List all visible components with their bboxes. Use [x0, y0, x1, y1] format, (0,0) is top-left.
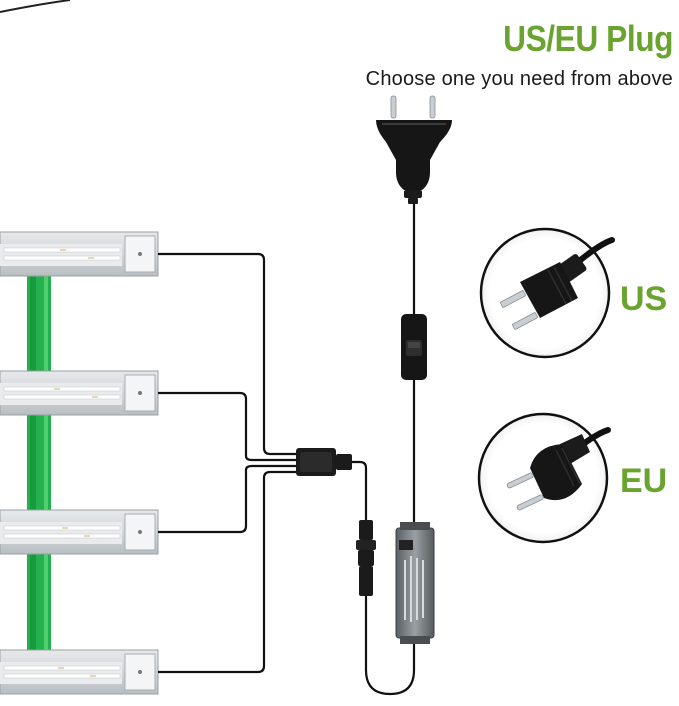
bar-cables: [158, 252, 298, 674]
corner-arc: [0, 0, 71, 13]
led-bar: [0, 231, 159, 277]
us-plug-icon: [500, 237, 615, 330]
page-title: US/EU Plug: [503, 18, 673, 59]
led-bar: [0, 649, 159, 695]
power-driver: [395, 522, 435, 644]
us-plug-circle: [479, 227, 615, 359]
eu-plug-icon: [376, 95, 452, 204]
waterproof-connector: [356, 520, 416, 696]
eu-plug-circle: [477, 412, 611, 544]
led-bar: [0, 370, 159, 416]
splitter-connector: [296, 448, 368, 520]
green-stand: [27, 270, 51, 660]
us-label: US: [620, 280, 668, 318]
page-subtitle: Choose one you need from above: [365, 68, 673, 90]
inline-switch-icon: [401, 314, 427, 380]
eu-label: EU: [620, 462, 668, 500]
eu-plug-icon: [506, 427, 611, 511]
led-bar: [0, 509, 159, 555]
